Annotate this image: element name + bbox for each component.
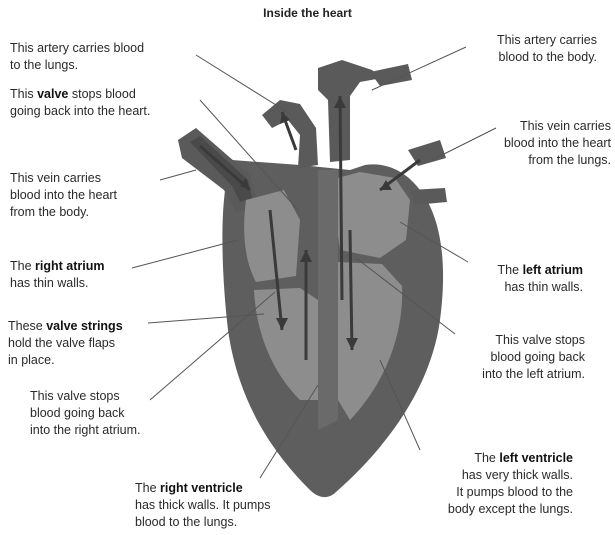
label-valve-top-line2: going back into the heart. xyxy=(10,103,150,120)
text: This xyxy=(10,87,37,101)
arrow-aorta-up xyxy=(340,96,342,300)
line: body except the lungs. xyxy=(448,501,573,518)
label-artery-lungs: This artery carries blood to the lungs. xyxy=(10,40,144,74)
bold-term: right atrium xyxy=(35,259,104,273)
leader-artery-lungs xyxy=(196,55,292,115)
line: in place. xyxy=(8,352,123,369)
text: The xyxy=(474,451,499,465)
line: blood to the lungs. xyxy=(135,514,270,531)
label-valve-right-atrium: This valve stops blood going back into t… xyxy=(30,388,140,439)
line: into the left atrium. xyxy=(482,366,585,383)
line: This vein carries xyxy=(10,170,117,187)
line: blood going back xyxy=(482,349,585,366)
line: It pumps blood to the xyxy=(448,484,573,501)
text: The xyxy=(10,259,35,273)
label-left-ventricle: The left ventricle has very thick walls.… xyxy=(448,450,573,518)
line: blood into the heart xyxy=(10,187,117,204)
pulmonary-vein-lower xyxy=(410,188,447,205)
heart-septum xyxy=(318,170,338,430)
line: has thick walls. It pumps xyxy=(135,497,270,514)
bold-term: right ventricle xyxy=(160,481,243,495)
label-vein-lungs: This vein carries blood into the heart f… xyxy=(504,118,611,169)
leader-right-atrium xyxy=(132,240,238,268)
leader-vein-lungs xyxy=(432,128,496,160)
bold-term: valve strings xyxy=(46,319,122,333)
line: hold the valve flaps xyxy=(8,335,123,352)
label-artery-lungs-line1: This artery carries blood xyxy=(10,40,144,57)
text: stops blood xyxy=(68,87,135,101)
line: blood going back xyxy=(30,405,140,422)
label-right-atrium: The right atrium has thin walls. xyxy=(10,258,104,292)
bold-term: valve xyxy=(37,87,68,101)
bold-term: left atrium xyxy=(523,263,583,277)
leader-vein-body xyxy=(160,170,196,180)
pulmonary-vein-upper xyxy=(408,140,446,166)
line: blood to the body. xyxy=(497,49,597,66)
label-right-ventricle: The right ventricle has thick walls. It … xyxy=(135,480,270,531)
text: These xyxy=(8,319,46,333)
line: This artery carries xyxy=(497,32,597,49)
label-valve-left-atrium: This valve stops blood going back into t… xyxy=(482,332,585,383)
line: has thin walls. xyxy=(498,279,583,296)
leader-artery-body xyxy=(372,47,466,90)
line: has very thick walls. xyxy=(448,467,573,484)
line: has thin walls. xyxy=(10,275,104,292)
label-artery-body: This artery carries blood to the body. xyxy=(497,32,597,66)
line: from the body. xyxy=(10,204,117,221)
line: This valve stops xyxy=(482,332,585,349)
label-valve-strings: These valve strings hold the valve flaps… xyxy=(8,318,123,369)
text: The xyxy=(498,263,523,277)
text: The xyxy=(135,481,160,495)
label-vein-body: This vein carries blood into the heart f… xyxy=(10,170,117,221)
line: into the right atrium. xyxy=(30,422,140,439)
line: blood into the heart xyxy=(504,135,611,152)
label-left-atrium: The left atrium has thin walls. xyxy=(498,262,583,296)
line: This valve stops xyxy=(30,388,140,405)
bold-term: left ventricle xyxy=(499,451,573,465)
arrow-left-ventricle-down xyxy=(350,230,352,350)
label-valve-top: This valve stops blood going back into t… xyxy=(10,86,150,120)
line: This vein carries xyxy=(504,118,611,135)
label-artery-lungs-line2: to the lungs. xyxy=(10,57,144,74)
line: from the lungs. xyxy=(504,152,611,169)
